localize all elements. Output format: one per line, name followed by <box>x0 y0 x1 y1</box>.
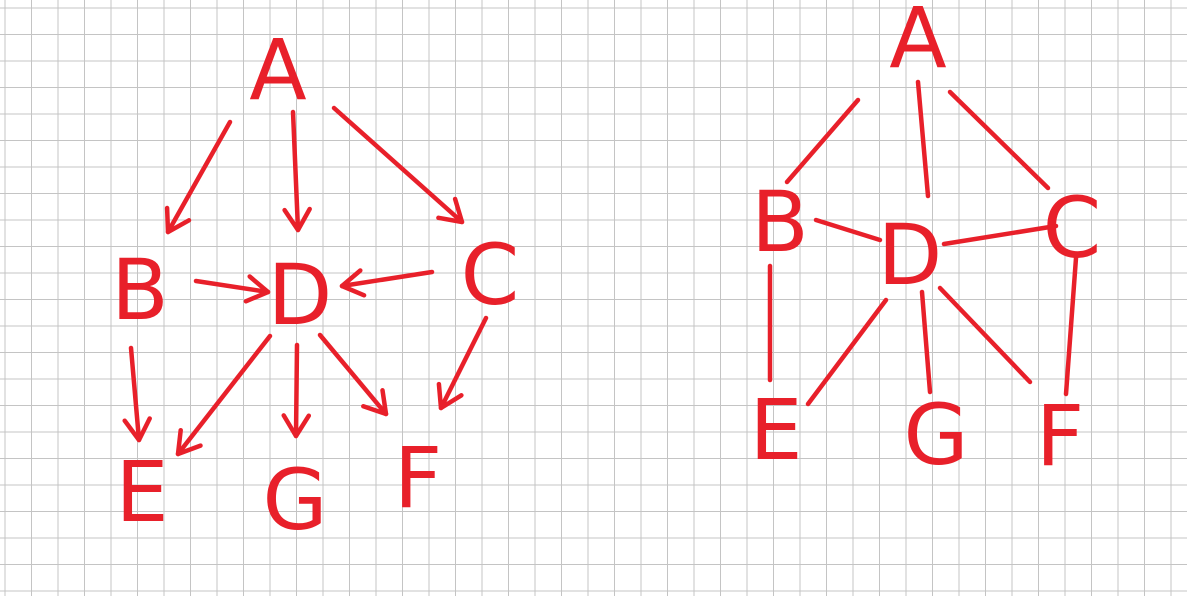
arrowhead-icon <box>164 205 192 235</box>
edge-d-e <box>175 333 273 457</box>
edge-b-e <box>122 345 152 443</box>
node-label: F <box>394 429 442 527</box>
edge-line <box>805 297 889 407</box>
edge-line <box>937 285 1033 385</box>
edge-line <box>290 109 301 233</box>
node-label: B <box>111 241 169 339</box>
edge-line <box>915 79 931 199</box>
node-label: B <box>751 173 809 271</box>
arrowhead-icon <box>282 206 312 233</box>
undirected-graph: A B C D E G F <box>749 0 1101 485</box>
edge-a-b <box>164 119 233 235</box>
node-label: E <box>115 443 168 541</box>
edge-d-f <box>937 285 1033 385</box>
edge-c-f <box>436 315 489 411</box>
arrowhead-icon <box>339 268 367 298</box>
undirected-graph-edges <box>767 79 1079 407</box>
node-label: C <box>1043 179 1102 277</box>
arrowhead-icon <box>175 427 203 457</box>
edge-a-b <box>784 97 861 185</box>
edge-d-c <box>941 223 1059 247</box>
edge-a-c <box>947 89 1051 191</box>
directed-graph: A B C D E G F <box>111 21 519 549</box>
edge-a-d <box>915 79 931 199</box>
node-label: G <box>903 386 968 484</box>
edge-d-g <box>281 342 312 439</box>
edge-b-d <box>193 274 271 304</box>
node-label: F <box>1036 387 1084 485</box>
arrowhead-icon <box>436 381 464 411</box>
edge-c-d <box>339 268 435 298</box>
node-label: D <box>878 206 943 304</box>
edge-line <box>947 89 1051 191</box>
edge-line <box>813 217 883 243</box>
directed-graph-edges <box>122 105 489 457</box>
edge-line <box>128 345 142 443</box>
edge-line <box>193 278 271 295</box>
arrowhead-icon <box>361 388 389 417</box>
edge-d-e <box>805 297 889 407</box>
edge-d-g <box>919 289 933 395</box>
edge-b-d <box>813 217 883 243</box>
arrowhead-icon <box>436 196 465 225</box>
node-label: C <box>461 226 520 324</box>
arrowhead-icon <box>281 413 312 439</box>
edge-line <box>919 289 933 395</box>
node-label: A <box>889 0 946 87</box>
arrowhead-icon <box>243 274 271 304</box>
edge-line <box>175 333 273 457</box>
edge-line <box>784 97 861 185</box>
edge-a-c <box>331 105 465 225</box>
directed-graph-nodes: A B C D E G F <box>111 21 519 549</box>
edge-line <box>339 269 435 289</box>
node-label: G <box>262 451 327 549</box>
edge-a-d <box>282 109 312 233</box>
edge-line <box>165 119 233 235</box>
node-label: A <box>249 21 306 119</box>
arrowhead-icon <box>122 416 152 443</box>
node-label: D <box>268 246 333 344</box>
edge-line <box>438 315 489 411</box>
undirected-graph-nodes: A B C D E G F <box>749 0 1101 485</box>
edge-line <box>317 332 389 417</box>
edge-line <box>331 105 465 225</box>
edge-d-f <box>317 332 389 417</box>
edge-line <box>1063 255 1079 397</box>
edge-c-f <box>1063 255 1079 397</box>
edge-line <box>941 223 1059 247</box>
edge-line <box>293 342 300 439</box>
node-label: E <box>749 381 802 479</box>
